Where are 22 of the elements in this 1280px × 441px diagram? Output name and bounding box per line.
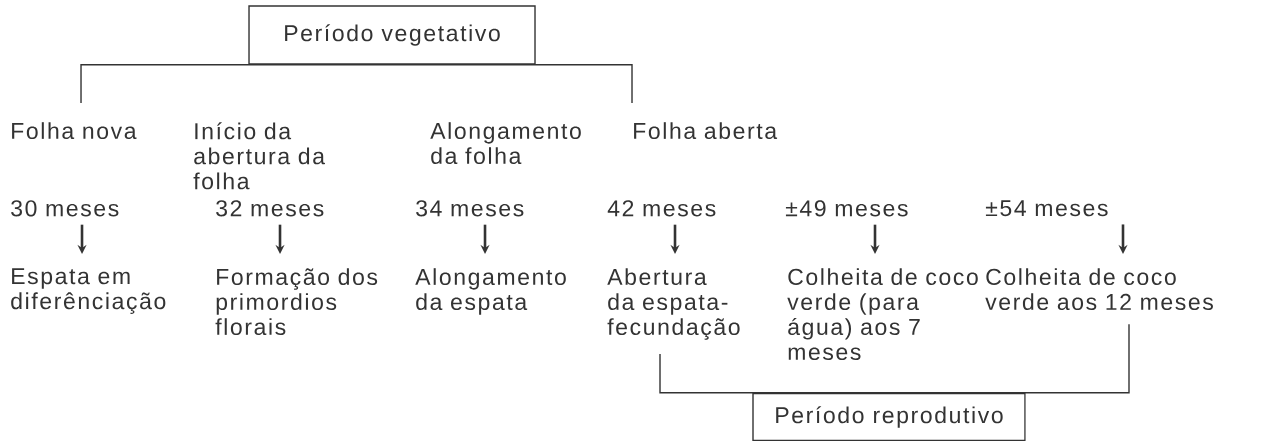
age-label: ±49 meses bbox=[785, 200, 908, 217]
event-label: Abertura da espata-fecundação bbox=[607, 268, 740, 340]
bracket-line bbox=[659, 353, 890, 394]
age-label: ±54 meses bbox=[985, 200, 1108, 217]
bracket-line bbox=[888, 323, 1130, 394]
period-box: Período reprodutivo bbox=[752, 392, 1026, 441]
period-box: Período vegetativo bbox=[248, 5, 536, 65]
age-label: 42 meses bbox=[607, 200, 716, 217]
bracket-line bbox=[391, 64, 633, 104]
age-label: 34 meses bbox=[416, 200, 524, 217]
event-label: Colheita de coco verde (para água) aos 7 meses bbox=[787, 268, 978, 361]
stage-label: Folha aberta bbox=[634, 122, 778, 140]
event-label: Espata em diferênciação bbox=[11, 268, 166, 314]
bracket-line bbox=[80, 64, 393, 104]
event-label: Colheita de coco verde aos 12 meses bbox=[985, 268, 1213, 311]
age-label: 30 meses bbox=[11, 200, 119, 217]
stage-label: Início da abertura da folha bbox=[193, 122, 325, 190]
stage-label: Folha nova bbox=[12, 122, 137, 140]
stage-label: Alongamento da folha bbox=[430, 122, 581, 165]
event-label: Formação dos primordios florais bbox=[215, 268, 378, 336]
event-label: Alongamento da espata bbox=[415, 268, 566, 315]
age-label: 32 meses bbox=[216, 200, 324, 217]
